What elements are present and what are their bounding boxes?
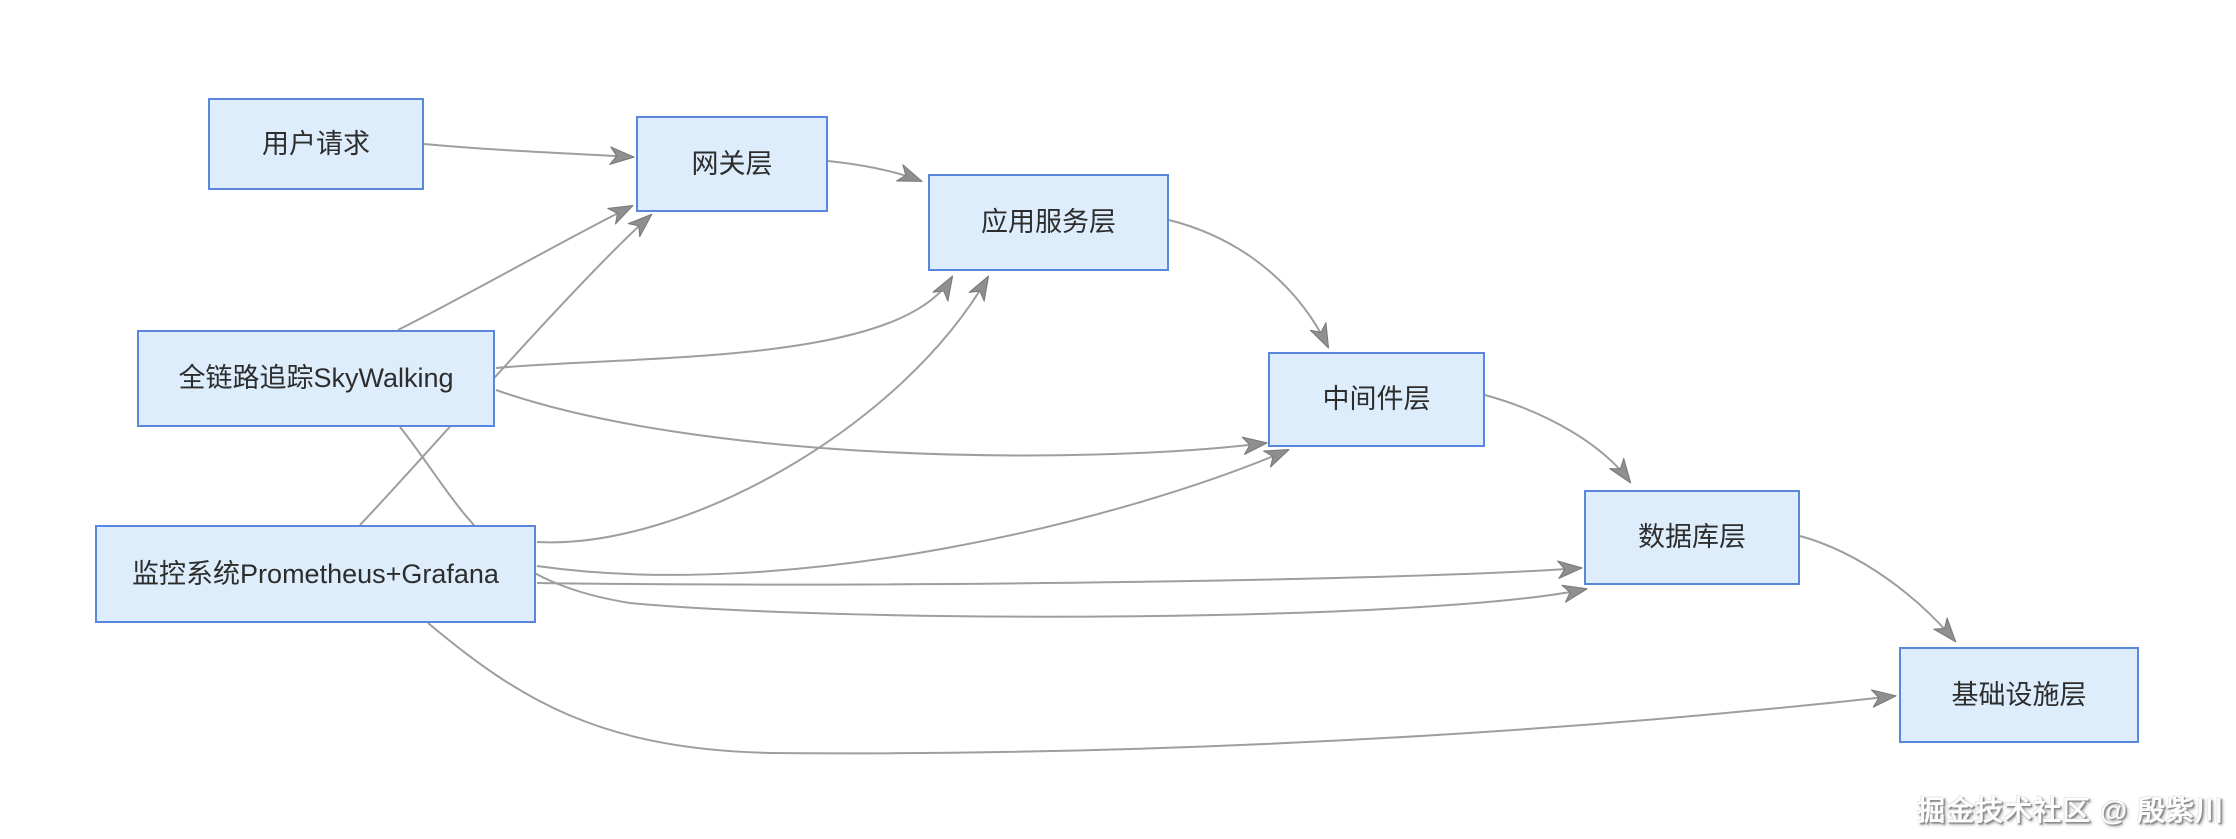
node-label: 网关层 (691, 148, 773, 179)
edge-middleware-to-db (1484, 394, 1632, 484)
node-database-layer: 数据库层 (1584, 490, 1800, 585)
edge-sky-to-middleware (495, 389, 1268, 457)
edge-app-to-middleware (1168, 219, 1330, 349)
node-application-service-layer: 应用服务层 (928, 174, 1169, 271)
node-label: 用户请求 (262, 128, 370, 159)
watermark: 掘金技术社区 @ 殷紫川 (1917, 795, 2224, 826)
node-label: 数据库层 (1638, 522, 1746, 552)
node-prometheus-grafana-monitoring: 监控系统Prometheus+Grafana (95, 525, 536, 623)
node-user-request: 用户请求 (208, 98, 424, 190)
edge-db-to-infra (1799, 535, 1957, 643)
node-middleware-layer: 中间件层 (1268, 352, 1485, 447)
edge-monitor-to-app (536, 275, 990, 544)
node-infrastructure-layer: 基础设施层 (1899, 647, 2139, 743)
node-label: 监控系统Prometheus+Grafana (132, 558, 499, 589)
node-label: 应用服务层 (981, 207, 1116, 237)
node-label: 全链路追踪SkyWalking (178, 363, 454, 393)
node-gateway-layer: 网关层 (636, 116, 828, 212)
node-skywalking-tracing: 全链路追踪SkyWalking (137, 330, 495, 427)
edge-monitor-to-gateway (359, 213, 653, 526)
edge-sky-to-gateway (397, 204, 634, 331)
edge-monitor-to-infra (427, 622, 1897, 755)
edge-monitor-to-middleware (536, 449, 1290, 576)
node-label: 基础设施层 (1951, 679, 2087, 710)
edge-monitor-to-db (536, 560, 1583, 586)
edge-sky-to-db (399, 426, 1588, 618)
edge-gateway-to-app (827, 160, 923, 182)
edge-sky-to-app (495, 275, 954, 369)
node-label: 中间件层 (1322, 384, 1431, 414)
edge-user-to-gateway (423, 143, 635, 165)
